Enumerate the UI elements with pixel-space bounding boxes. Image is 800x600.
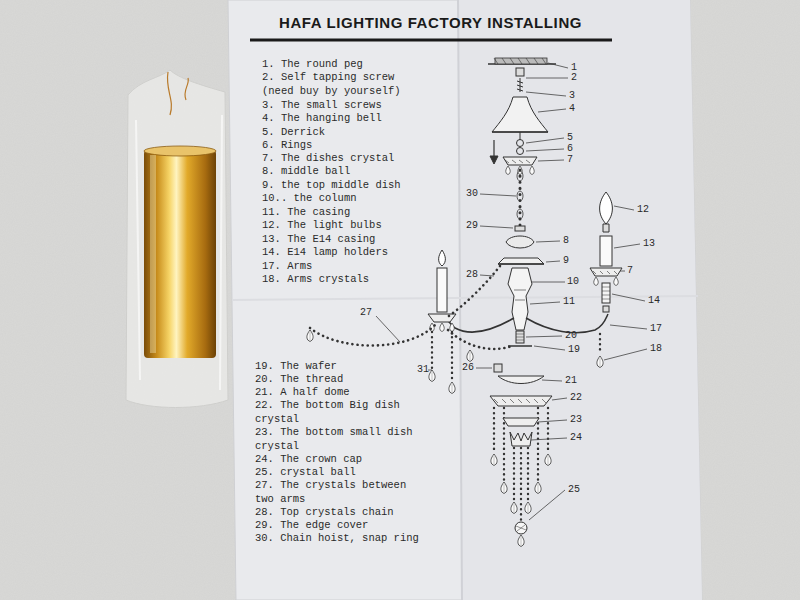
parts-list-item: 20. The thread [255, 373, 343, 387]
callout-number: 18 [650, 344, 662, 354]
parts-list-item: 13. The E14 casing [262, 233, 375, 247]
callout-number: 21 [565, 376, 577, 386]
parts-list-item: 3. The small screws [262, 99, 382, 113]
parts-list-item: 23. The bottom small dish crystal [255, 426, 423, 453]
callout-number: 7 [567, 155, 573, 165]
parts-list-item: 24. The crown cap [255, 453, 362, 467]
callout-number: 20 [565, 331, 577, 341]
parts-list-item: 17. Arms [262, 260, 312, 274]
parts-list-item: 29. The edge cover [255, 519, 368, 533]
parts-list-item: 9. the top middle dish [262, 179, 401, 193]
callout-number: 1 [571, 63, 577, 73]
parts-list-item: 5. Derrick [262, 126, 325, 140]
sheet-title: HAFA LIGHTING FACTORY INSTALLING [279, 14, 582, 31]
parts-list-item: 4. The hanging bell [262, 112, 382, 126]
callout-number: 11 [563, 297, 575, 307]
callout-number: 6 [567, 144, 573, 154]
callout-number: 23 [570, 415, 582, 425]
parts-list-item: 30. Chain hoist, snap ring [255, 532, 419, 546]
parts-list-item: 19. The wafer [255, 360, 337, 374]
callout-number: 29 [466, 221, 478, 231]
parts-list-item: 10.. the column [262, 192, 357, 206]
callout-number: 14 [648, 296, 660, 306]
callout-number: 27 [360, 308, 372, 318]
callout-number: 24 [570, 433, 582, 443]
parts-list-item: 18. Arms crystals [262, 273, 369, 287]
callout-number: 3 [569, 91, 575, 101]
callout-number: 7 [627, 266, 633, 276]
parts-list-item: 7. The dishes crystal [262, 152, 394, 166]
parts-list-item: 25. crystal ball [255, 466, 356, 480]
parts-list-item: 12. The light bulbs [262, 219, 382, 233]
callout-number: 8 [563, 236, 569, 246]
callout-number: 26 [462, 363, 474, 373]
parts-list-item: 6. Rings [262, 139, 312, 153]
callout-number: 22 [570, 393, 582, 403]
callout-number: 2 [571, 73, 577, 83]
parts-list-item: 27. The crystals between two arms [255, 479, 423, 506]
parts-list-item: 21. A half dome [255, 386, 350, 400]
callout-number: 19 [568, 345, 580, 355]
parts-list-item: 8. middle ball [262, 165, 350, 179]
callout-number: 5 [567, 133, 573, 143]
callout-number: 17 [650, 324, 662, 334]
callout-number: 28 [466, 270, 478, 280]
callout-number: 9 [563, 256, 569, 266]
parts-list-item: 28. Top crystals chain [255, 506, 394, 520]
parts-list-item: 22. The bottom Big dish crystal [255, 399, 407, 426]
parts-list-item: 2. Self tapping screw (need buy by yours… [262, 71, 414, 98]
callout-number: 12 [637, 205, 649, 215]
parts-list-item: 14. E14 lamp holders [262, 246, 388, 260]
callout-number: 4 [569, 104, 575, 114]
callout-number: 25 [568, 485, 580, 495]
callout-number: 30 [466, 189, 478, 199]
callout-number: 31 [417, 365, 429, 375]
parts-list-item: 1. The round peg [262, 58, 363, 72]
callout-number: 13 [643, 239, 655, 249]
parts-list-item: 11. The casing [262, 206, 350, 220]
callout-number: 10 [567, 277, 579, 287]
